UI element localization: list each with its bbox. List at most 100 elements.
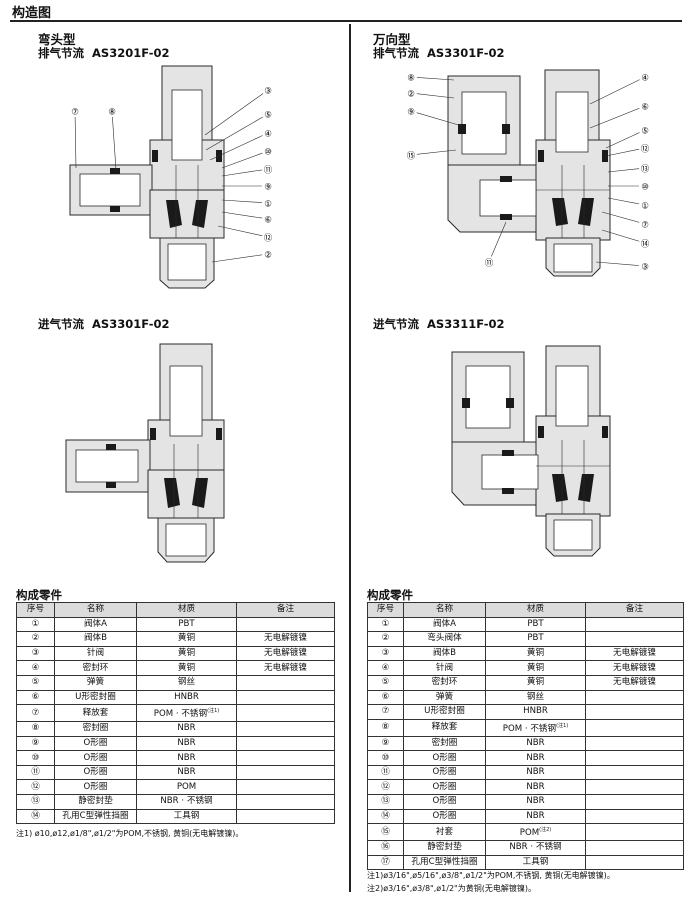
cell-material: 工具钢 xyxy=(136,808,237,825)
note-right-1: 注1)ø3/16",ø5/16",ø3/8",ø1/2"为POM,不锈钢, 黄铜… xyxy=(367,871,615,880)
page-title: 构造图 xyxy=(12,6,52,21)
cell-name: 阀体A xyxy=(403,616,486,633)
footnote-marker: (注1) xyxy=(207,708,220,715)
cell-name: 静密封垫 xyxy=(54,793,137,810)
cell-no: ⑯ xyxy=(367,840,404,856)
cell-name: 阀体A xyxy=(54,616,137,633)
header-material: 材质 xyxy=(485,602,586,618)
cell-no: ① xyxy=(367,616,404,633)
cell-no: ⑪ xyxy=(367,764,404,781)
diagram-universal-meter-in xyxy=(451,345,611,557)
callout-number: ⑨ xyxy=(264,183,272,193)
cell-material: NBR xyxy=(485,793,586,810)
exhaust-throttle-label-right: 排气节流 AS3301F-02 xyxy=(373,46,505,60)
cell-material: POM · 不锈钢(注1) xyxy=(485,718,586,737)
cell-name: 弹簧 xyxy=(54,674,137,691)
cell-no: ⑭ xyxy=(16,808,55,825)
cell-material: PBT xyxy=(485,616,586,633)
callout-number: ⑫ xyxy=(641,145,650,155)
callout-number: ⑫ xyxy=(264,234,273,244)
exhaust-throttle-label: 排气节流 AS3201F-02 xyxy=(38,46,170,60)
leader-line xyxy=(211,254,263,263)
leader-line xyxy=(204,93,264,136)
cell-material: 黄铜 xyxy=(485,645,586,662)
parts-title-right: 构成零件 xyxy=(367,588,413,602)
cell-no: ⑫ xyxy=(367,779,404,795)
cell-material: 黄铜 xyxy=(136,645,237,662)
callout-number: ④ xyxy=(641,74,649,84)
cell-remark: 无电解镀镍 xyxy=(236,631,335,647)
leader-line xyxy=(221,152,263,169)
cell-name: 密封环 xyxy=(403,674,486,691)
cell-name: O形圈 xyxy=(54,735,137,752)
cell-remark xyxy=(236,750,335,766)
cell-remark xyxy=(236,704,335,723)
leader-line xyxy=(416,112,463,127)
note-left: 注1) ø10,ø12,ø1/8",ø1/2"为POM,不锈钢, 黄铜(无电解镀… xyxy=(16,829,244,838)
elbow-type-title: 弯头型 xyxy=(38,32,76,47)
callout-number: ⑩ xyxy=(264,148,272,158)
cell-material: NBR xyxy=(485,735,586,752)
cell-material: 黄铜 xyxy=(136,660,237,676)
callout-number: ⑤ xyxy=(264,111,272,121)
cell-remark: 无电解镀镍 xyxy=(236,660,335,676)
callout-number: ⑥ xyxy=(264,216,272,226)
cell-name: 孔用C型弹性挡圈 xyxy=(403,854,486,871)
cell-name: U形密封圈 xyxy=(403,704,486,720)
cell-name: 密封圈 xyxy=(54,721,137,737)
cell-no: ⑥ xyxy=(16,689,55,706)
cell-material: NBR xyxy=(485,764,586,781)
callout-number: ④ xyxy=(264,130,272,140)
cell-no: ⑤ xyxy=(16,674,55,691)
leader-line xyxy=(601,229,640,242)
leader-line xyxy=(221,199,263,203)
cell-no: ⑨ xyxy=(16,735,55,752)
leader-line xyxy=(416,149,457,155)
cell-remark xyxy=(236,779,335,795)
cell-no: ⑤ xyxy=(367,674,404,691)
cell-name: O形圈 xyxy=(403,750,486,766)
cell-no: ④ xyxy=(16,660,55,676)
cell-remark: 无电解镀镍 xyxy=(236,645,335,662)
cell-no: ③ xyxy=(367,645,404,662)
callout-number: ⑭ xyxy=(641,240,650,250)
meter-in-label-right: 进气节流 AS3311F-02 xyxy=(373,317,505,331)
cell-remark xyxy=(585,750,684,766)
header-no: 序号 xyxy=(16,602,55,618)
callout-number: ② xyxy=(264,251,272,261)
callout-number: ⑬ xyxy=(641,165,650,175)
cell-no: ② xyxy=(16,631,55,647)
cell-material: PBT xyxy=(485,631,586,647)
cell-remark xyxy=(585,779,684,795)
leader-line xyxy=(601,211,640,223)
callout-number: ② xyxy=(407,90,415,100)
cell-remark xyxy=(585,735,684,752)
cell-material: NBR xyxy=(136,735,237,752)
cell-name: O形圈 xyxy=(403,793,486,810)
footnote-marker: (注2) xyxy=(539,827,552,834)
cell-no: ③ xyxy=(16,645,55,662)
callout-number: ⑧ xyxy=(407,74,415,84)
leader-line xyxy=(605,132,640,149)
cell-remark xyxy=(585,854,684,871)
callout-number: ⑪ xyxy=(264,166,273,176)
leader-line xyxy=(595,261,640,266)
cell-no: ⑩ xyxy=(16,750,55,766)
cell-material: NBR xyxy=(136,750,237,766)
cell-no: ⑨ xyxy=(367,735,404,752)
callout-number: ⑦ xyxy=(71,108,79,118)
cell-remark xyxy=(585,823,684,842)
